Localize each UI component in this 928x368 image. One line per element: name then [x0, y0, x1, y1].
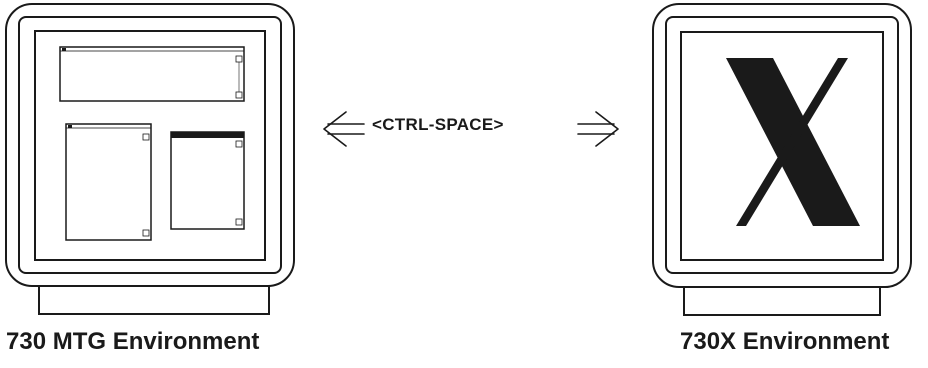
ctrl-space-label: <CTRL-SPACE>: [372, 115, 504, 134]
window-scroll-down-icon: [142, 229, 150, 237]
mtg-window-bottom-left: [65, 123, 152, 241]
right-monitor-stand: [683, 286, 881, 316]
window-scroll-up-icon: [235, 140, 243, 148]
right-monitor: [652, 3, 912, 316]
mtg-window-bottom-right: [170, 131, 245, 230]
x-logo-icon: [726, 58, 860, 226]
mtg-window-top: [59, 46, 245, 102]
window-close-box-icon: [68, 125, 72, 128]
right-monitor-inner-bezel: [665, 16, 899, 274]
active-window-title-bar: [171, 132, 244, 138]
right-monitor-caption: 730X Environment: [680, 328, 890, 355]
window-scroll-down-icon: [235, 218, 243, 226]
right-monitor-screen: [680, 31, 884, 261]
window-scroll-up-icon: [142, 133, 150, 141]
left-monitor-caption: 730 MTG Environment: [6, 328, 260, 355]
left-monitor-screen: [34, 30, 266, 261]
window-close-box-icon: [62, 48, 66, 51]
double-arrow-left-icon: [323, 111, 365, 147]
left-monitor-inner-bezel: [18, 16, 282, 274]
double-arrow-right-icon: [577, 111, 619, 147]
left-monitor: [5, 3, 295, 315]
left-monitor-stand: [38, 285, 270, 315]
